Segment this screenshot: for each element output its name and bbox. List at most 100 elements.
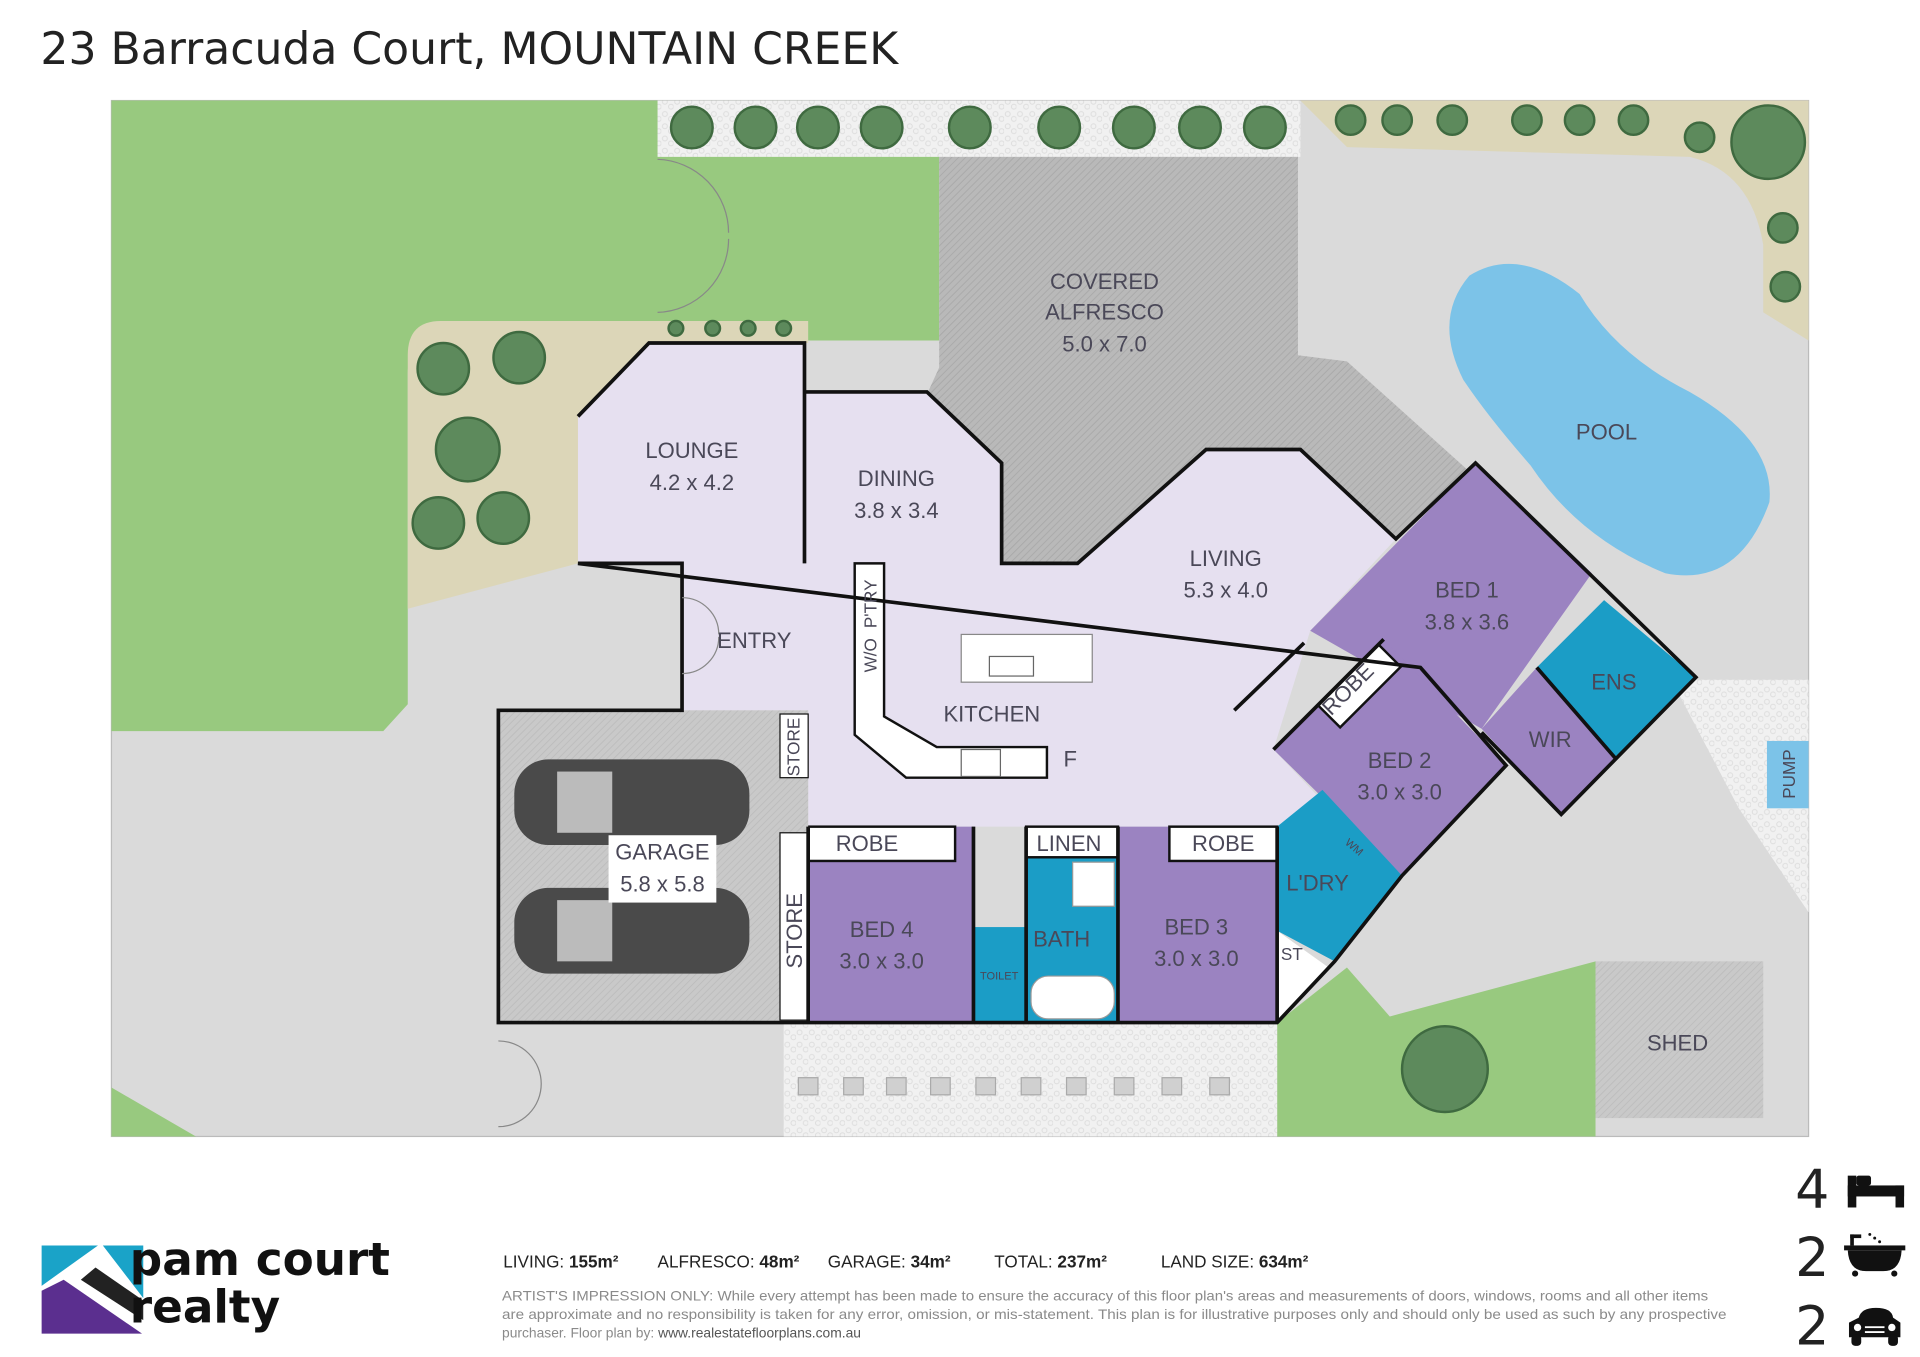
living-label: LIVING	[1190, 546, 1262, 571]
logo-text-line1: pam court	[130, 1233, 390, 1286]
pool	[1449, 263, 1770, 576]
cooktop-icon	[960, 748, 1002, 778]
shrub	[733, 105, 778, 150]
living-size: 5.3 x 4.0	[1183, 578, 1268, 603]
alfresco-area	[926, 156, 1470, 564]
store-top-label: STORE	[784, 718, 804, 777]
shrub	[1683, 121, 1716, 154]
lawn-left	[111, 100, 940, 732]
shrub	[739, 319, 757, 337]
car-icon	[1848, 1307, 1901, 1346]
fridge-label: F	[1063, 747, 1076, 772]
shrub	[1436, 104, 1469, 137]
toilet-room	[973, 927, 1027, 1023]
bathtub	[1030, 975, 1115, 1020]
bathroom-count: 2	[1795, 1226, 1829, 1289]
floorplan-link[interactable]: www.realestatefloorplans.com.au	[657, 1324, 861, 1340]
shrub	[667, 319, 685, 337]
laundry	[1277, 789, 1403, 962]
st-label: ST	[1281, 944, 1303, 964]
feature-counts: 4 2 2	[1795, 1157, 1906, 1357]
car-bottom	[514, 887, 750, 974]
company-logo: pam court realty	[41, 1233, 390, 1334]
bed-icon	[1847, 1175, 1905, 1208]
stepping-stone	[1020, 1077, 1042, 1096]
shrub	[859, 105, 904, 150]
alfresco-size: 5.0 x 7.0	[1062, 332, 1147, 357]
house	[496, 158, 1699, 1128]
stepping-stone	[885, 1077, 907, 1096]
storage-st	[1277, 930, 1329, 1023]
shrub	[1730, 104, 1807, 181]
alfresco-label-1: COVERED	[1050, 269, 1159, 294]
page-title: 23 Barracuda Court, MOUNTAIN CREEK	[40, 24, 899, 75]
disclaimer-line-1: ARTIST'S IMPRESSION ONLY: While every at…	[502, 1288, 1708, 1304]
wir-label: WIR	[1529, 727, 1572, 752]
ensuite	[1536, 600, 1696, 760]
walk-in-label: W/O	[861, 638, 881, 672]
lounge-size: 4.2 x 4.2	[650, 470, 735, 495]
shrubs	[411, 104, 1807, 1114]
bed2-label: BED 2	[1368, 748, 1432, 773]
stat-alfresco: ALFRESCO: 48m²	[658, 1251, 800, 1271]
shrub	[775, 319, 793, 337]
garage-label: GARAGE	[615, 840, 709, 865]
shrub	[1177, 105, 1223, 150]
bath-label: BATH	[1033, 927, 1090, 952]
stepping-stone	[1113, 1077, 1135, 1096]
shrub	[476, 491, 531, 546]
stepping-stone	[930, 1077, 951, 1096]
shrub	[434, 416, 501, 483]
robe-bed3-label: ROBE	[1192, 831, 1254, 856]
shower	[1072, 861, 1115, 907]
disclaimer: ARTIST'S IMPRESSION ONLY: While every at…	[502, 1288, 1727, 1341]
logo-mark-black	[80, 1267, 144, 1321]
door-arcs	[498, 158, 730, 1128]
shrub	[1037, 105, 1082, 150]
stepping-stone	[843, 1077, 864, 1096]
shrub	[947, 105, 992, 150]
sink-icon	[988, 655, 1035, 677]
shrub	[669, 105, 714, 150]
kitchen-label: KITCHEN	[943, 701, 1040, 726]
logo-text-line2: realty	[130, 1281, 280, 1334]
stepping-stone	[797, 1077, 819, 1096]
stat-garage: GARAGE: 34m²	[828, 1251, 951, 1271]
stat-total: TOTAL: 237m²	[994, 1251, 1107, 1271]
shrub	[1511, 104, 1543, 137]
stat-living: LIVING: 155m²	[503, 1251, 618, 1271]
garage-label-box	[608, 835, 717, 903]
stepping-stone	[1209, 1077, 1230, 1096]
paving-right	[1671, 679, 1809, 913]
bed4-size: 3.0 x 3.0	[839, 949, 924, 974]
alfresco-label-2: ALFRESCO	[1045, 300, 1164, 325]
logo-mark-teal	[41, 1245, 144, 1299]
shrub	[1334, 104, 1367, 137]
bed2-size: 3.0 x 3.0	[1357, 780, 1442, 805]
bed3-size: 3.0 x 3.0	[1154, 946, 1239, 971]
shrub	[1766, 211, 1799, 244]
shed-label: SHED	[1647, 1031, 1708, 1056]
car-top	[514, 759, 750, 846]
garage-size: 5.8 x 5.8	[620, 872, 705, 897]
shrub	[1769, 270, 1802, 303]
bed1-label: BED 1	[1435, 578, 1499, 603]
stat-land-size: LAND SIZE: 634m²	[1161, 1251, 1309, 1271]
shrub	[795, 105, 840, 150]
pump-label: PUMP	[1779, 749, 1799, 798]
shrub	[1242, 105, 1287, 150]
stepping-stones	[797, 1077, 1230, 1096]
toilet-label: TOILET	[980, 971, 1019, 983]
logo-mark-purple	[41, 1279, 143, 1334]
entry-label: ENTRY	[717, 628, 792, 653]
shrub	[1617, 104, 1650, 137]
stepping-stone	[1161, 1077, 1183, 1096]
shrub	[416, 341, 471, 396]
area-stats: LIVING: 155m² ALFRESCO: 48m² GARAGE: 34m…	[503, 1251, 1308, 1271]
lounge-label: LOUNGE	[645, 438, 738, 463]
robe-bed4-label: ROBE	[836, 831, 898, 856]
pool-label: POOL	[1576, 420, 1637, 445]
linen-label: LINEN	[1037, 831, 1102, 856]
pump-box	[1766, 740, 1809, 809]
